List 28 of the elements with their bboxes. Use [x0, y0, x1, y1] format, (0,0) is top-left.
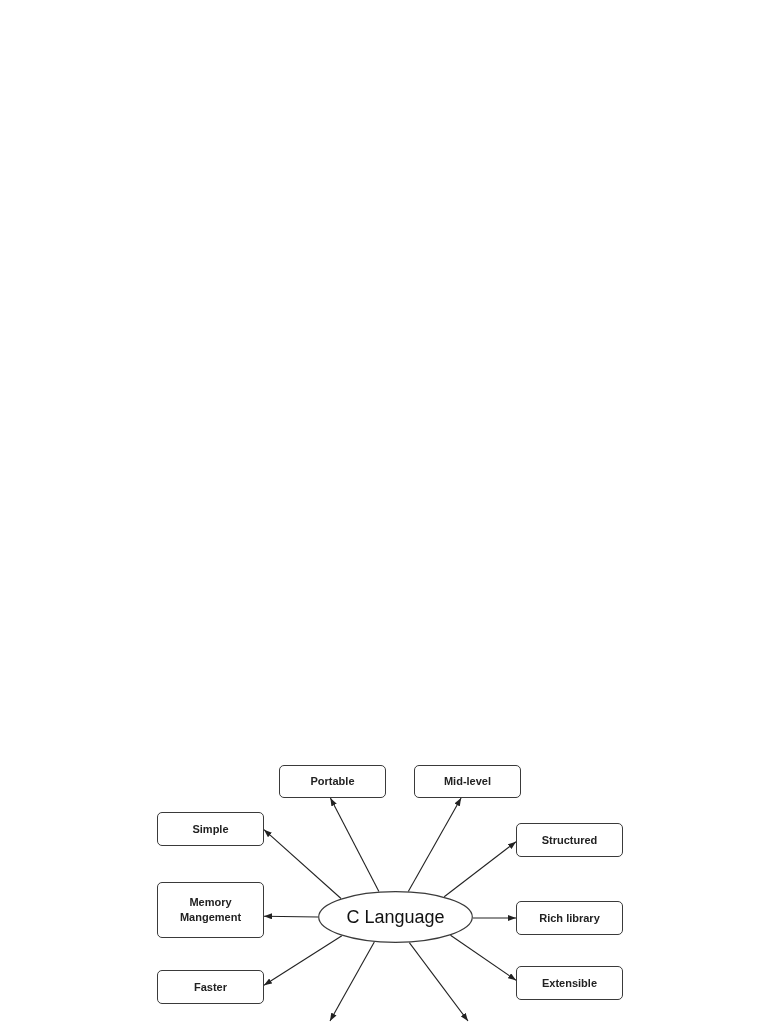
- rounded-box: [157, 882, 264, 938]
- node-label: Memory Mangement: [178, 895, 243, 925]
- arrow: [263, 935, 343, 986]
- node-label: Portable: [310, 774, 355, 789]
- rounded-box: [279, 765, 386, 798]
- node-label: Structured: [541, 832, 598, 848]
- node-label: Faster: [194, 979, 227, 995]
- node-label: C Language: [346, 906, 445, 928]
- arrow: [263, 829, 342, 900]
- arrow: [407, 797, 462, 892]
- arrow: [329, 797, 380, 893]
- rounded-box: [516, 966, 623, 1000]
- rounded-box: [414, 765, 521, 798]
- rounded-box: [157, 970, 264, 1004]
- arrow: [443, 841, 517, 898]
- arrow: [449, 934, 517, 981]
- arrow: [329, 941, 375, 1022]
- rounded-box: [157, 812, 264, 846]
- rounded-box: [516, 823, 623, 857]
- node-label: Mid-level: [443, 774, 492, 789]
- node-label: Simple: [192, 821, 229, 837]
- arrow: [263, 913, 319, 920]
- node-label: Extensible: [542, 975, 597, 991]
- node-label: Rich library: [539, 910, 600, 926]
- arrow: [408, 942, 469, 1022]
- ellipse-node: [318, 891, 473, 943]
- rounded-box: [516, 901, 623, 935]
- arrow: [472, 915, 517, 921]
